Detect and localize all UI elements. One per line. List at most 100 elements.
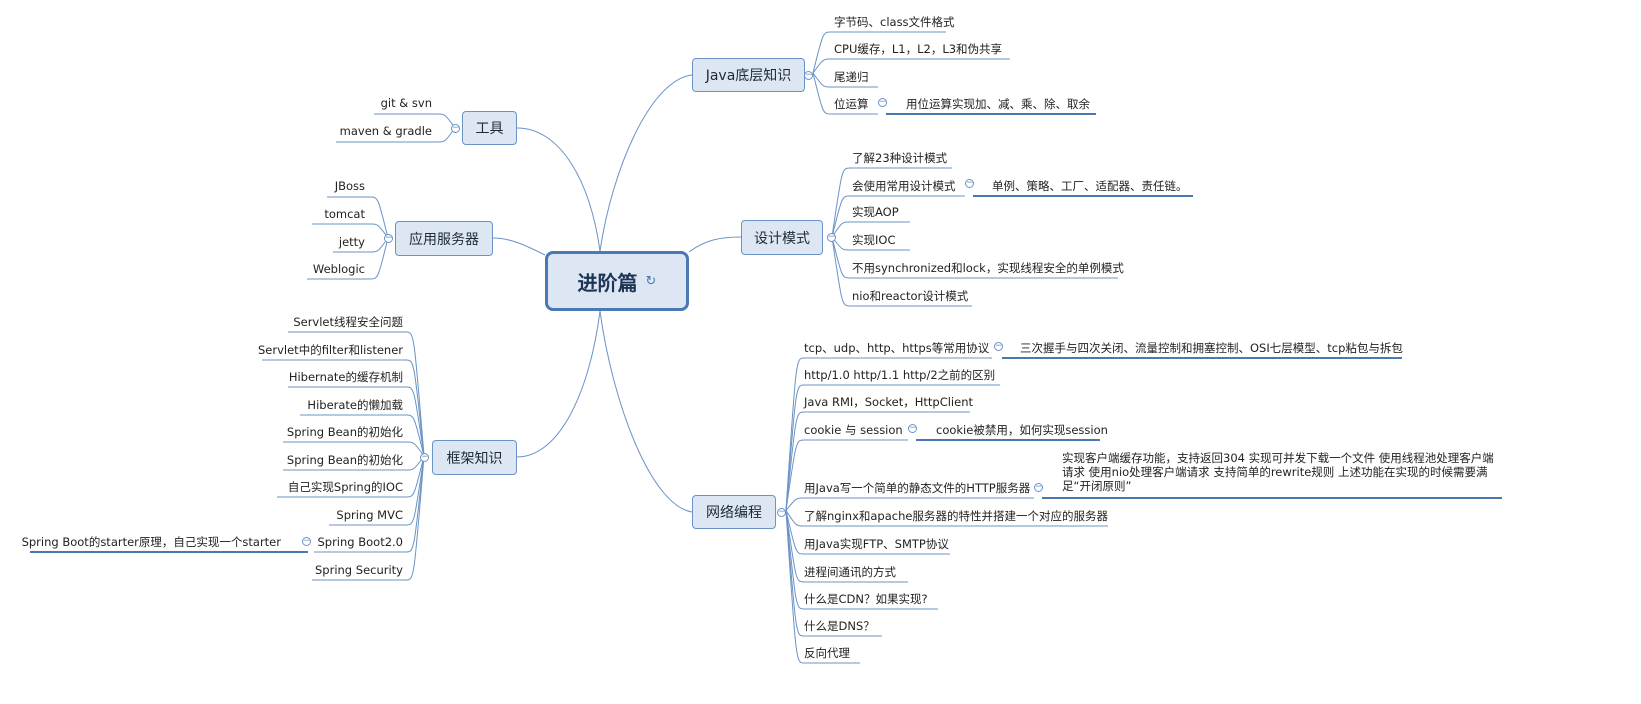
collapse-toggle-design[interactable]: − [827,232,836,242]
leaf-design-23[interactable]: 了解23种设计模式 [852,151,948,165]
connector-frameworks-7 [329,455,425,526]
leaf-net-dns[interactable]: 什么是DNS？ [804,619,875,633]
leaf-net-rmi-socket[interactable]: Java RMI，Socket，HttpClient [804,395,974,409]
connector-frameworks-3 [300,414,425,457]
collapse-toggle-tools[interactable]: − [451,123,460,133]
leaf-net-cdn[interactable]: 什么是CDN？如果实现? [804,592,928,606]
leaf-net-protocols-detail[interactable]: 三次握手与四次关闭、流量控制和拥塞控制、OSI七层模型、tcp粘包与拆包 [1020,341,1403,355]
collapse-toggle-design-common[interactable]: − [965,178,974,188]
leaf-net-http-server-detail[interactable]: 实现客户端缓存功能，支持返回304 实现可并发下载一个文件 使用线程池处理客户端… [1062,451,1494,493]
branch-java-basics[interactable]: Java底层知识 [692,58,805,92]
leaf-server-tomcat[interactable]: tomcat [324,207,365,221]
connector-java-2 [812,72,878,88]
root-title: 进阶篇 [577,270,638,295]
leaf-fw-spring-bean-init-1[interactable]: Spring Bean的初始化 [286,425,403,439]
connector-root-servers [492,237,546,256]
connector-root-network [599,310,693,513]
connector-java-0 [812,31,946,74]
connector-design-4 [831,236,1118,279]
leaf-java-bytecode[interactable]: 字节码、class文件格式 [834,15,955,29]
collapse-toggle-java[interactable]: − [804,70,813,80]
leaf-fw-spring-boot[interactable]: Spring Boot2.0 [317,535,403,549]
connector-frameworks-2 [288,386,425,457]
leaf-net-http-server[interactable]: 用Java写一个简单的静态文件的HTTP服务器 [804,481,1031,495]
leaf-design-common[interactable]: 会使用常用设计模式 [852,179,956,193]
leaf-design-singleton[interactable]: 不用synchronized和lock，实现线程安全的单例模式 [852,261,1124,275]
collapse-toggle-servers[interactable]: − [384,233,393,243]
collapse-toggle-cookie[interactable]: − [908,423,917,433]
leaf-design-common-detail[interactable]: 单例、策略、工厂、适配器、责任链。 [992,179,1188,193]
leaf-tools-git-svn[interactable]: git & svn [380,96,432,110]
connector-servers-0 [327,196,389,239]
connector-network-4 [785,497,1034,511]
leaf-fw-spring-mvc[interactable]: Spring MVC [336,508,403,522]
branch-design-patterns[interactable]: 设计模式 [741,220,823,255]
connector-servers-3 [307,237,389,280]
leaf-fw-spring-boot-detail[interactable]: Spring Boot的starter原理，自己实现一个starter [21,535,281,549]
leaf-net-http-versions[interactable]: http/1.0 http/1.1 http/2之前的区别 [804,368,996,382]
collapse-toggle-frameworks[interactable]: − [420,452,429,462]
link-icon: ↻ [645,273,657,289]
connector-java-1 [812,58,1010,74]
connector-network-0 [785,357,992,511]
connector-root-java [599,74,693,252]
leaf-server-weblogic[interactable]: Weblogic [312,262,365,276]
leaf-java-bit-ops[interactable]: 位运算 [834,97,869,111]
leaf-net-ipc[interactable]: 进程间通讯的方式 [804,565,896,579]
collapse-toggle-protocols[interactable]: − [994,341,1003,351]
connector-network-9 [785,510,882,637]
leaf-fw-servlet-thread[interactable]: Servlet线程安全问题 [293,315,403,329]
leaf-net-cookie-session[interactable]: cookie 与 session [804,423,903,437]
leaf-server-jboss[interactable]: JBoss [334,179,365,193]
connector-frameworks-4 [283,441,425,457]
leaf-fw-hibernate-cache[interactable]: Hibernate的缓存机制 [288,370,403,384]
connector-java-3 [812,72,878,115]
leaf-fw-servlet-filter[interactable]: Servlet中的filter和listener [258,343,403,357]
collapse-toggle-spring-boot[interactable]: − [302,536,311,546]
connector-network-7 [785,510,908,583]
connector-root-tools [516,127,601,252]
leaf-design-ioc[interactable]: 实现IOC [852,233,896,247]
leaf-server-jetty[interactable]: jetty [338,235,365,249]
collapse-toggle-network[interactable]: − [777,507,786,517]
branch-tools[interactable]: 工具 [462,111,517,145]
connector-frameworks-6 [277,455,425,498]
leaf-fw-spring-ioc[interactable]: 自己实现Spring的IOC [287,480,403,494]
connector-design-2 [831,221,910,238]
leaf-design-aop[interactable]: 实现AOP [852,205,899,219]
branch-frameworks[interactable]: 框架知识 [432,440,517,475]
leaf-net-cookie-detail[interactable]: cookie被禁用，如何实现session [936,423,1108,437]
branch-network[interactable]: 网络编程 [692,495,776,529]
collapse-toggle-http-server[interactable]: − [1034,482,1043,492]
leaf-fw-hibernate-lazy[interactable]: Hiberate的懒加载 [307,398,403,412]
leaf-fw-spring-bean-init-2[interactable]: Spring Bean的初始化 [286,453,403,467]
connector-network-5 [785,510,1108,527]
leaf-net-ftp-smtp[interactable]: 用Java实现FTP、SMTP协议 [804,537,949,551]
leaf-java-bit-ops-detail[interactable]: 用位运算实现加、减、乘、除、取余 [906,97,1090,111]
leaf-net-protocols[interactable]: tcp、udp、http、https等常用协议 [804,341,990,355]
connector-design-5 [831,236,972,307]
connector-network-2 [785,411,970,511]
connector-network-8 [785,510,938,610]
leaf-tools-maven-gradle[interactable]: maven & gradle [339,124,432,138]
leaf-net-nginx-apache[interactable]: 了解nginx和apache服务器的特性并搭建一个对应的服务器 [804,509,1108,523]
connector-frameworks-1 [262,359,425,457]
leaf-java-tail-recursion[interactable]: 尾递归 [834,70,869,84]
leaf-design-nio-reactor[interactable]: nio和reactor设计模式 [852,289,969,303]
branch-app-servers[interactable]: 应用服务器 [395,221,493,256]
connector-network-1 [785,384,1000,511]
connector-frameworks-0 [288,331,425,457]
connector-design-1 [831,195,965,238]
connector-frameworks-9 [312,455,425,581]
leaf-java-cpu-cache[interactable]: CPU缓存，L1，L2，L3和伪共享 [834,42,1003,56]
collapse-toggle-bit-ops[interactable]: − [878,97,887,107]
connector-network-3 [785,439,908,511]
leaf-net-reverse-proxy[interactable]: 反向代理 [804,646,850,660]
connector-network-6 [785,510,950,555]
leaf-fw-spring-security[interactable]: Spring Security [315,563,403,577]
root-node[interactable]: 进阶篇 ↻ [545,251,689,311]
connector-design-0 [831,167,952,238]
connector-root-frameworks [516,310,601,458]
connector-root-design [688,236,742,253]
